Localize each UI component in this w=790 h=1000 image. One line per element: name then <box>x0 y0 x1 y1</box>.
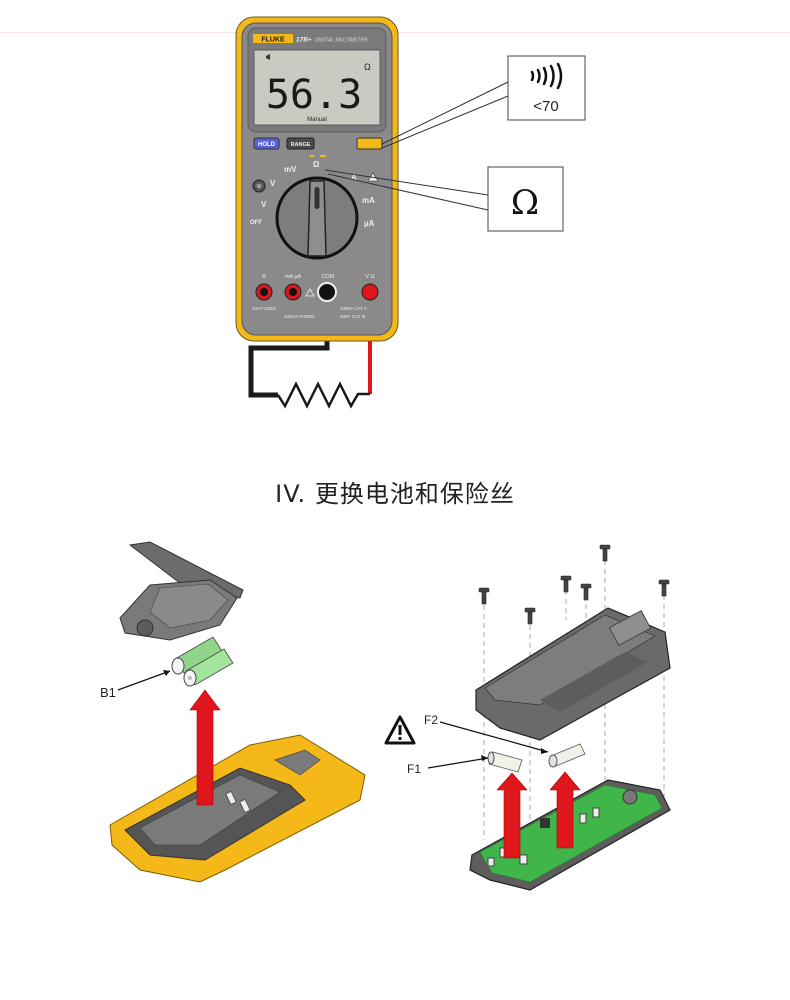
continuity-threshold: <70 <box>533 98 558 115</box>
dial-label-a: A <box>351 173 357 182</box>
dial-label-v-ac: V <box>270 179 276 188</box>
resistor-icon <box>276 381 370 409</box>
jack-label-com: COM <box>322 274 335 280</box>
ohm-symbol: Ω <box>511 183 539 223</box>
dial-label-ohm: Ω <box>313 160 320 169</box>
display-value: 56.3 <box>266 72 362 118</box>
label-f2: F2 <box>424 713 438 727</box>
beeper-icon <box>266 54 270 60</box>
brand-name: FLUKE <box>261 37 285 44</box>
remove-battery-arrow-icon <box>189 689 221 806</box>
cat-600-label: 600V CAT III <box>340 314 365 319</box>
remove-fuse-f2-arrow-icon <box>549 771 581 849</box>
continuity-callout-box <box>507 55 586 121</box>
section-title: IV. 更换电池和保险丝 <box>275 480 515 508</box>
fuse-10a-label: 10A FUSED <box>252 306 277 311</box>
battery-door <box>119 541 244 641</box>
lcd-screen <box>253 49 381 126</box>
f1-leader-line <box>427 757 489 769</box>
label-f1: F1 <box>407 762 421 776</box>
f2-leader-line <box>439 721 549 753</box>
dial-label-v-dc: V <box>261 200 267 209</box>
fuse-400ma-label: 400mA FUSED <box>284 314 315 319</box>
remove-fuse-f1-arrow-icon <box>496 772 528 859</box>
range-button[interactable] <box>286 137 315 150</box>
model-subtitle: DIGITAL MULTIMETER <box>315 38 368 44</box>
display-unit: Ω <box>364 62 371 72</box>
dial-label-ua: µA <box>364 219 375 228</box>
sound-waves-icon <box>530 62 563 90</box>
screws <box>478 544 670 625</box>
function-button[interactable] <box>356 137 383 150</box>
multimeter-ohm-measurement-figure: FLUKE 17B+ DIGITAL MULTIMETER 56.3 Ω Man… <box>235 16 586 409</box>
dial-label-ma: mA <box>362 196 375 205</box>
hold-button-label: HOLD <box>258 142 276 148</box>
fuses <box>487 743 586 773</box>
jack-v-ohm[interactable] <box>361 283 379 301</box>
jack-label-v-ohm: V Ω <box>365 274 374 280</box>
jack-warning-icon <box>305 288 315 297</box>
jack-label-ma-ua: mA µA <box>285 274 302 280</box>
cat-1000-label: 1000V CAT II <box>340 306 367 311</box>
screw-guide-lines <box>483 560 665 850</box>
b1-leader-line <box>117 670 171 691</box>
model-name: 17B+ <box>296 37 312 44</box>
jack-com[interactable] <box>317 282 337 302</box>
range-button-label: RANGE <box>291 142 311 148</box>
batteries <box>171 636 234 687</box>
callout-line-ohm <box>324 169 489 196</box>
dial-label-mv: mV <box>284 165 297 174</box>
dial-label-off: OFF <box>250 220 262 226</box>
circuit-board-case <box>469 779 671 891</box>
hold-button[interactable] <box>253 137 280 150</box>
jack-label-a: A <box>262 274 266 280</box>
callout-line-continuity <box>381 81 509 145</box>
warning-triangle-icon <box>384 715 416 745</box>
label-b1: B1 <box>100 685 116 700</box>
meter-back-case <box>475 607 671 741</box>
dial-pointer <box>307 180 327 257</box>
meter-holster-back <box>109 734 366 883</box>
ohm-callout-box <box>487 166 564 232</box>
display-mode: Manual <box>307 117 327 123</box>
brand-badge <box>253 34 293 43</box>
